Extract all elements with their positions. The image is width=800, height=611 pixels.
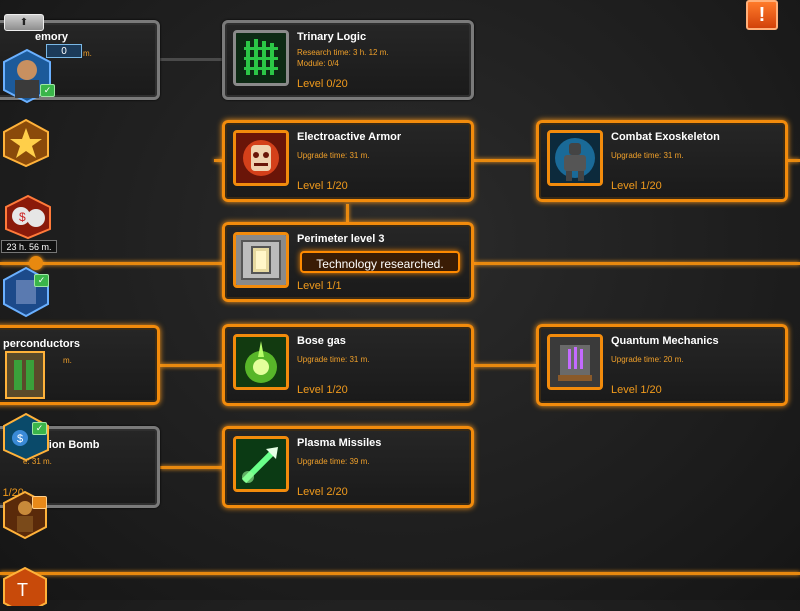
tech-level-electroactive-armor: Level 1/20 <box>297 180 348 192</box>
tech-card-perimeter[interactable]: Perimeter level 3 Technology researched.… <box>222 222 474 302</box>
tech-upgrade-time-plasma-missiles: Upgrade time: 39 m. <box>297 457 370 466</box>
tech-unit-icon[interactable]: T <box>2 566 48 611</box>
electroactive-armor-icon <box>233 130 289 186</box>
building-unit-icon[interactable] <box>2 344 48 402</box>
tech-level-trinary-logic: Level 0/20 <box>297 78 348 90</box>
tech-upgrade-time-combat-exoskeleton: Upgrade time: 31 m. <box>611 151 684 160</box>
tech-level-plasma-missiles: Level 2/20 <box>297 486 348 498</box>
check-icon: ✓ <box>34 274 49 287</box>
tech-level-bose-gas: Level 1/20 <box>297 384 348 396</box>
tech-title-quantum-mechanics: Quantum Mechanics <box>611 335 719 347</box>
trinary-logic-icon <box>233 30 289 86</box>
check-icon: ✓ <box>40 84 55 97</box>
tech-upgrade-time-quantum-mechanics: Upgrade time: 20 m. <box>611 355 684 364</box>
tech-title-plasma-missiles: Plasma Missiles <box>297 437 382 449</box>
tech-card-trinary-logic[interactable]: Trinary Logic Research time: 3 h. 12 m. … <box>222 20 474 100</box>
connector-exo-right <box>788 159 800 162</box>
tech-title-memory: emory <box>35 31 69 43</box>
technology-researched-toast: Technology researched. <box>300 251 460 273</box>
soldier-unit-icon[interactable] <box>2 490 48 540</box>
tech-card-plasma-missiles[interactable]: Plasma Missiles Upgrade time: 39 m. Leve… <box>222 426 474 508</box>
tech-meta-bomb: e: 31 m. <box>23 457 52 466</box>
tech-card-quantum-mechanics[interactable]: Quantum Mechanics Upgrade time: 20 m. Le… <box>536 324 788 406</box>
tech-research-time-trinary-logic: Research time: 3 h. 12 m. <box>297 48 389 57</box>
rank-star-icon[interactable] <box>2 118 50 168</box>
combat-exoskeleton-icon <box>547 130 603 186</box>
connector-memory-trinary <box>160 58 224 61</box>
alert-button[interactable]: ! <box>746 0 778 30</box>
tech-card-combat-exoskeleton[interactable]: Combat Exoskeleton Upgrade time: 31 m. L… <box>536 120 788 202</box>
tech-title-bose-gas: Bose gas <box>297 335 346 347</box>
scroll-up-button[interactable]: ⬆ <box>4 14 44 31</box>
connector-bomb-plasma <box>160 466 224 469</box>
tech-title-superconductors: perconductors <box>3 338 81 350</box>
finance-unit-icon[interactable]: $ ✓ <box>2 412 50 462</box>
tech-module-trinary-logic: Module: 0/4 <box>297 59 339 68</box>
connector-perimeter-right <box>474 262 800 265</box>
tech-card-bose-gas[interactable]: Bose gas Upgrade time: 31 m. Level 1/20 <box>222 324 474 406</box>
tech-title-trinary-logic: Trinary Logic <box>297 31 367 43</box>
tech-level-combat-exoskeleton: Level 1/20 <box>611 180 662 192</box>
tech-title-combat-exoskeleton: Combat Exoskeleton <box>611 131 720 143</box>
tech-card-electroactive-armor[interactable]: Electroactive Armor Upgrade time: 31 m. … <box>222 120 474 202</box>
sidebar-timer: 23 h. 56 m. <box>1 240 57 253</box>
tech-level-perimeter: Level 1/1 <box>297 280 342 292</box>
svg-text:$: $ <box>19 210 26 224</box>
tech-level-quantum-mechanics: Level 1/20 <box>611 384 662 396</box>
perimeter-icon <box>233 232 289 288</box>
resources-icon[interactable]: $ <box>4 194 52 240</box>
svg-text:$: $ <box>17 433 23 445</box>
tech-title-bomb: ation Bomb <box>39 439 100 451</box>
tech-title-electroactive-armor: Electroactive Armor <box>297 131 402 143</box>
quantum-mechanics-icon <box>547 334 603 390</box>
bose-gas-icon <box>233 334 289 390</box>
connector-bose-quantum <box>474 364 536 367</box>
connector-electro-perimeter <box>346 204 349 222</box>
commander-avatar-icon[interactable]: ✓ <box>2 48 55 104</box>
connector-bottom <box>0 572 800 575</box>
plasma-missiles-icon <box>233 436 289 492</box>
tech-upgrade-time-electroactive-armor: Upgrade time: 31 m. <box>297 151 370 160</box>
tech-card-superconductors[interactable]: perconductors m. <box>0 325 160 405</box>
tech-upgrade-time-bose-gas: Upgrade time: 31 m. <box>297 355 370 364</box>
connector-super-bose <box>160 364 224 367</box>
tech-title-perimeter: Perimeter level 3 <box>297 233 385 245</box>
connector-perimeter-row <box>0 262 224 265</box>
tech-meta-superconductors: m. <box>63 356 72 365</box>
robot-unit-icon[interactable]: ✓ <box>2 266 50 318</box>
svg-text:T: T <box>17 580 28 600</box>
connector-electro-exo <box>474 159 536 162</box>
check-icon: ✓ <box>32 422 47 435</box>
player-count: 0 <box>46 44 82 58</box>
tech-meta-memory: m. <box>83 49 92 58</box>
pending-icon <box>32 496 47 509</box>
